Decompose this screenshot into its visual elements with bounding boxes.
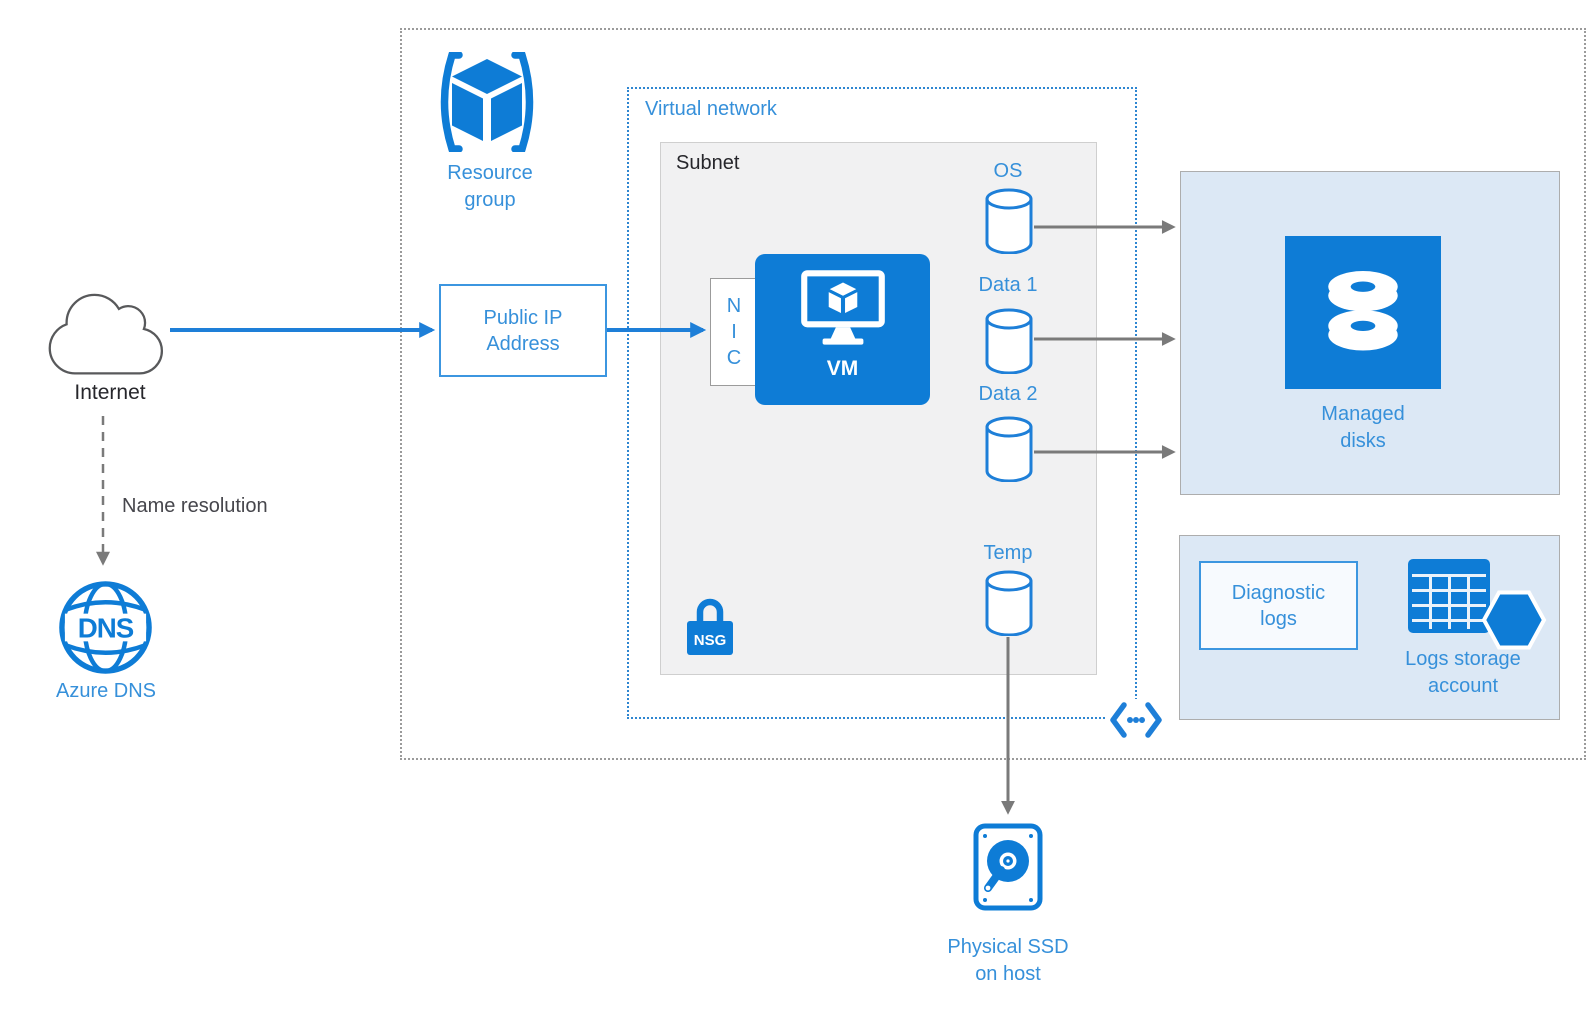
physical-ssd-label: Physical SSD on host [947, 936, 1069, 985]
temp-disk-icon [985, 570, 1033, 636]
data1-disk-label: Data 1 [978, 274, 1038, 296]
name-resolution-label: Name resolution [122, 495, 268, 517]
internet-cloud-icon [48, 293, 164, 375]
data1-disk-icon [985, 308, 1033, 374]
vm-monitor-icon [800, 270, 885, 345]
internet-label: Internet [74, 381, 146, 404]
os-disk-icon [985, 188, 1033, 254]
physical-ssd-icon [973, 823, 1043, 911]
resource-group-box [400, 28, 1586, 760]
virtual-network-label: Virtual network [645, 98, 777, 120]
nic-box: N I C [710, 278, 758, 386]
logs-storage-account-label: Logs storage account [1405, 648, 1521, 697]
managed-disks-icon [1285, 236, 1441, 389]
azure-dns-icon: DNS [59, 581, 152, 674]
nsg-lock-icon: NSG [687, 598, 733, 655]
azure-dns-label: Azure DNS [55, 680, 157, 702]
public-ip-label: Public IP [483, 306, 563, 329]
virtual-network-corner-icon [1110, 702, 1162, 738]
vm-label: VM [826, 357, 859, 380]
managed-disks-label: Managed disks [1321, 403, 1405, 452]
data2-disk-label: Data 2 [978, 383, 1038, 405]
nsg-label: NSG [694, 632, 727, 649]
temp-disk-label: Temp [983, 542, 1033, 564]
subnet-label: Subnet [676, 152, 740, 174]
logs-storage-account-icon [1408, 559, 1547, 650]
virtual-network-box [627, 87, 1137, 719]
public-ip-address-box: Public IP Address [439, 284, 607, 377]
dns-icon-text: DNS [78, 612, 134, 643]
diagnostic-logs-label: Diagnostic [1231, 581, 1326, 604]
data2-disk-icon [985, 416, 1033, 482]
diagnostic-logs-box: Diagnostic logs [1199, 561, 1358, 650]
vm-box: VM [755, 254, 930, 405]
resource-group-icon [440, 52, 534, 152]
os-disk-label: OS [993, 160, 1023, 182]
resource-group-label: Resource group [447, 162, 533, 211]
